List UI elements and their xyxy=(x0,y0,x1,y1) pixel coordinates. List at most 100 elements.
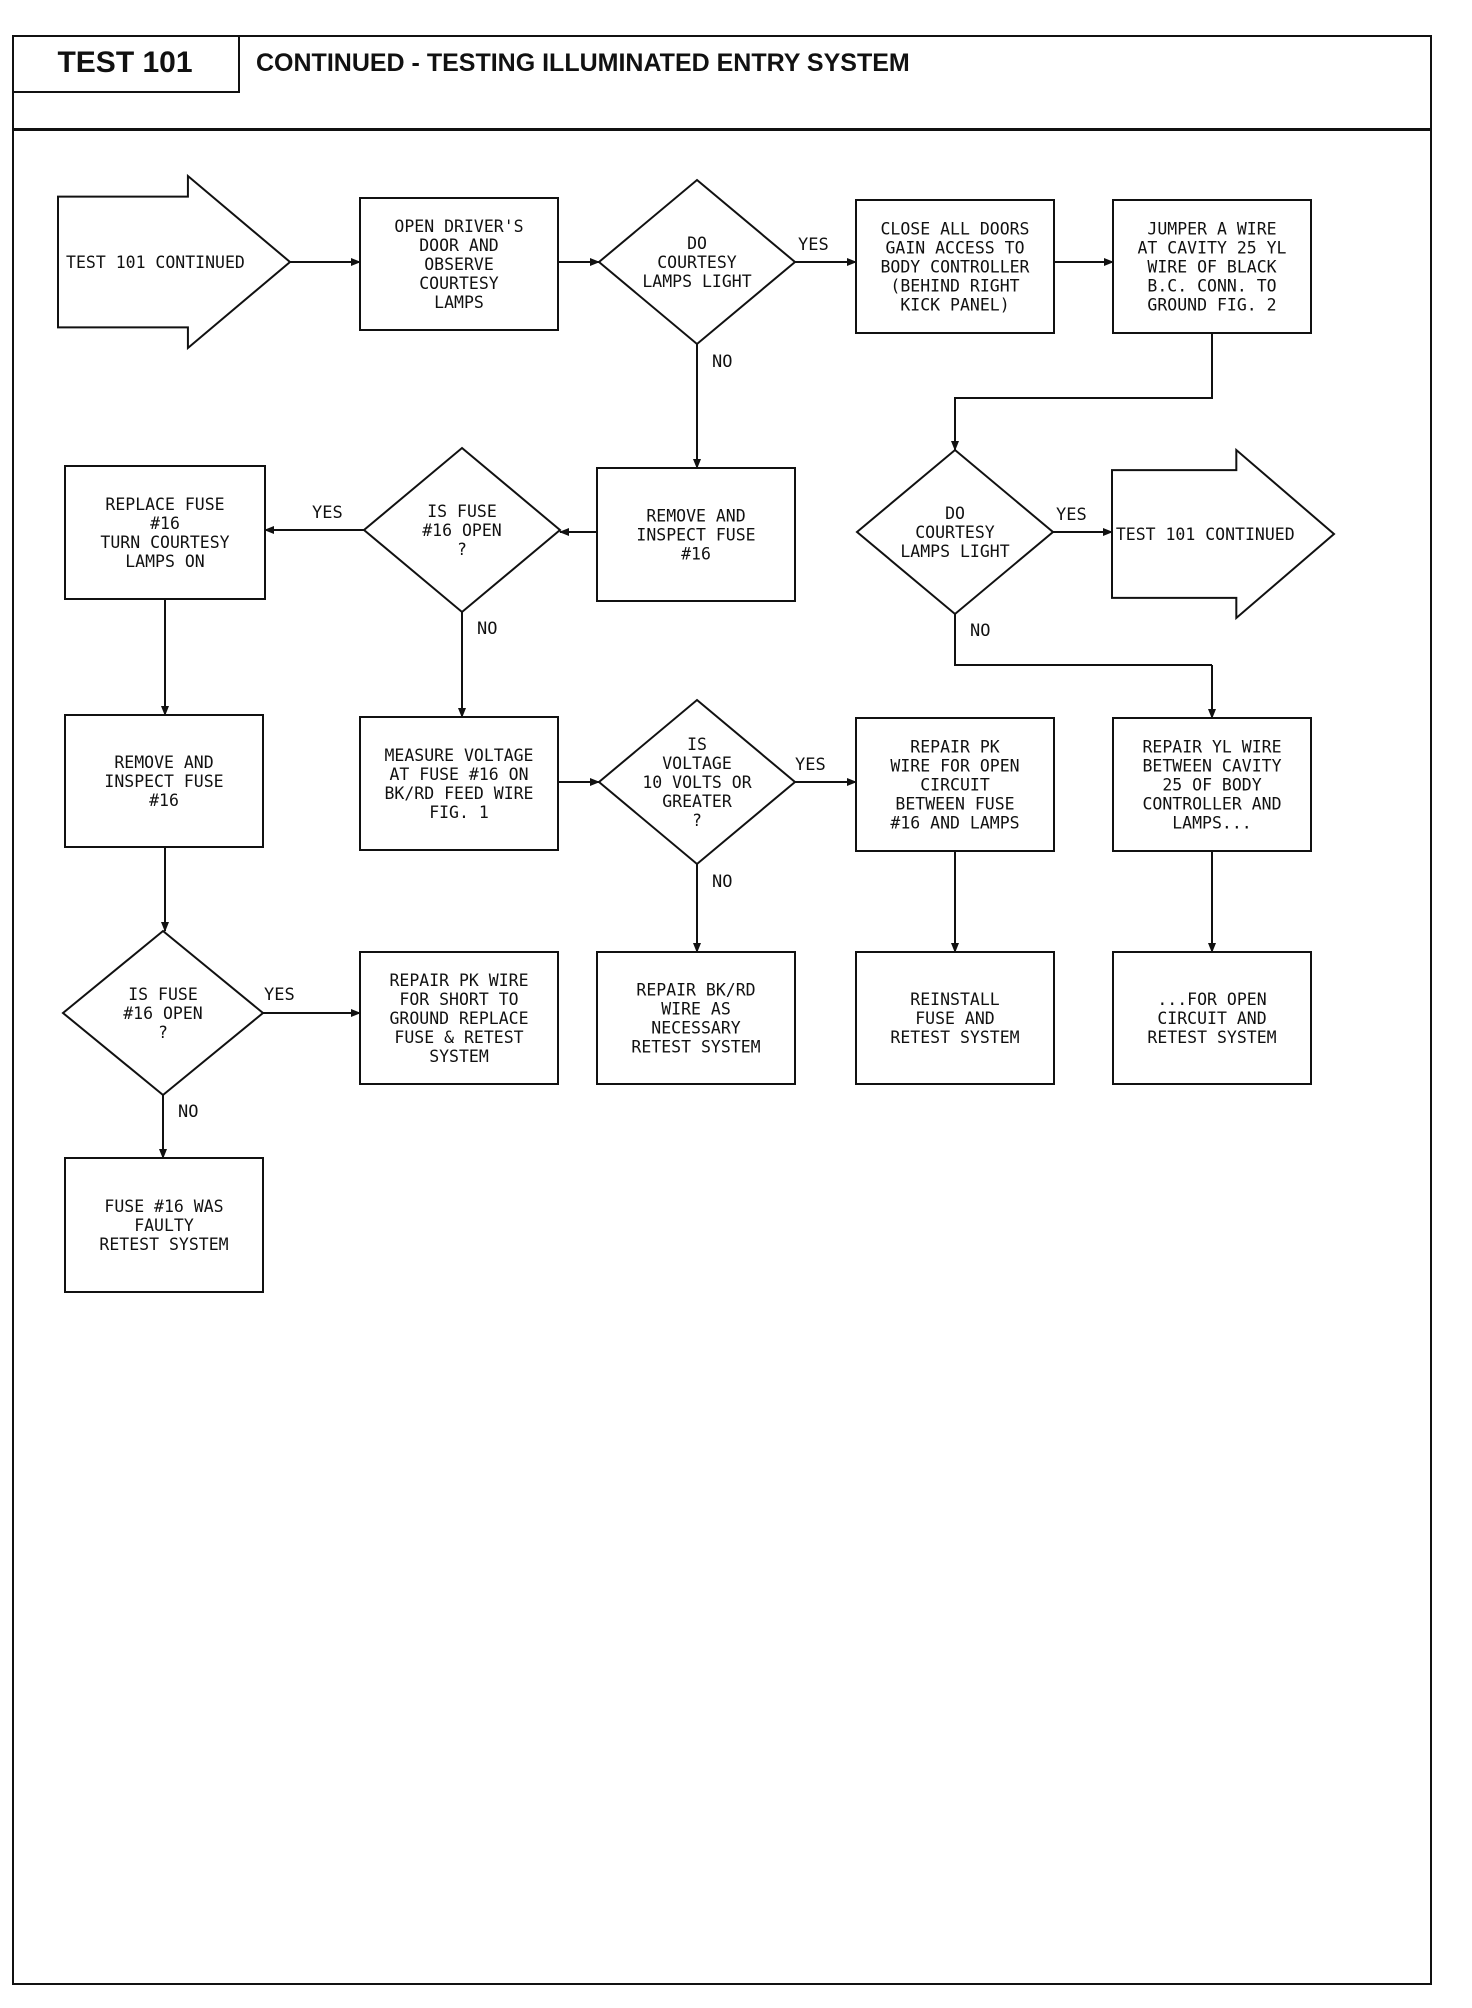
node-label-line: AT CAVITY 25 YL xyxy=(1137,239,1286,258)
node-label-line: ? xyxy=(457,540,467,559)
test-number-label: TEST 101 xyxy=(12,35,240,91)
node-is-fuse-1-label: IS FUSE#16 OPEN? xyxy=(422,502,501,559)
node-label-line: TEST 101 CONTINUED xyxy=(1116,525,1295,544)
node-repair-yl-shape xyxy=(1112,717,1312,852)
node-label-line: INSPECT FUSE xyxy=(104,772,223,791)
node-label-line: REMOVE AND xyxy=(114,753,213,772)
node-label-line: LAMPS ON xyxy=(125,552,204,571)
node-do-lamps-2-shape xyxy=(855,448,1055,616)
node-label-line: GREATER xyxy=(662,792,732,811)
node-label-line: BETWEEN CAVITY xyxy=(1142,757,1281,776)
node-label-line: IS FUSE xyxy=(128,985,198,1004)
edge-label-no: NO xyxy=(477,619,497,639)
node-label-line: CONTROLLER AND xyxy=(1142,795,1281,814)
node-label-line: ? xyxy=(158,1023,168,1042)
node-label-line: RETEST SYSTEM xyxy=(99,1235,228,1254)
edge-label-no: NO xyxy=(712,872,732,892)
node-label-line: DO xyxy=(687,234,707,253)
edge-label-yes: YES xyxy=(264,985,295,1005)
node-label-line: B.C. CONN. TO xyxy=(1147,277,1276,296)
node-replace-fuse-shape xyxy=(64,465,266,600)
edge-label-no: NO xyxy=(178,1102,198,1122)
node-is-fuse-2-shape xyxy=(61,929,265,1097)
node-do-lamps-1-shape xyxy=(597,178,797,346)
node-label-line: FUSE #16 WAS xyxy=(104,1197,223,1216)
node-label-line: 25 OF BODY xyxy=(1162,776,1261,795)
node-label-line: DOOR AND xyxy=(419,236,498,255)
node-label-line: BETWEEN FUSE xyxy=(895,795,1014,814)
node-close-doors-shape xyxy=(855,199,1055,334)
node-label-line: LAMPS LIGHT xyxy=(900,542,1009,561)
node-label-line: VOLTAGE xyxy=(662,754,732,773)
node-label-line: LAMPS... xyxy=(1172,814,1251,833)
node-label-line: REPAIR PK WIRE xyxy=(389,971,528,990)
node-label-line: COURTESY xyxy=(419,274,499,293)
edge-label-no: NO xyxy=(970,621,990,641)
node-label-line: FIG. 1 xyxy=(429,803,489,822)
node-label-line: AT FUSE #16 ON xyxy=(389,765,528,784)
node-label-line: #16 OPEN xyxy=(422,521,501,540)
page-frame xyxy=(12,35,1432,1985)
node-label-line: MEASURE VOLTAGE xyxy=(384,746,533,765)
edge-no-path xyxy=(954,614,1212,666)
node-label-line: REINSTALL xyxy=(910,990,999,1009)
node-fuse-faulty-shape xyxy=(64,1157,264,1293)
node-label-line: #16 AND LAMPS xyxy=(890,814,1019,833)
node-start-label: TEST 101 CONTINUED xyxy=(66,253,245,272)
node-label-line: 10 VOLTS OR xyxy=(642,773,751,792)
node-is-fuse-2-label: IS FUSE#16 OPEN? xyxy=(123,985,202,1042)
node-is-fuse-1-shape xyxy=(362,446,562,614)
node-label-line: BODY CONTROLLER xyxy=(880,258,1029,277)
node-label-line: DO xyxy=(945,504,965,523)
node-label-line: REMOVE AND xyxy=(646,507,745,526)
node-label-line: OPEN DRIVER'S xyxy=(394,217,523,236)
node-measure-shape xyxy=(359,716,559,851)
node-label-line: OBSERVE xyxy=(424,255,494,274)
node-label-line: RETEST SYSTEM xyxy=(631,1038,760,1057)
node-label-line: FAULTY xyxy=(134,1216,194,1235)
edge-label-yes: YES xyxy=(1056,505,1087,525)
node-label-line: FUSE & RETEST xyxy=(394,1028,523,1047)
node-label-line: CIRCUIT AND xyxy=(1157,1009,1266,1028)
node-label-line: GROUND FIG. 2 xyxy=(1147,296,1276,315)
node-label-line: ...FOR OPEN xyxy=(1157,990,1266,1009)
node-label-line: COURTESY xyxy=(657,253,737,272)
node-label-line: REPAIR YL WIRE xyxy=(1142,738,1281,757)
node-label-line: FUSE AND xyxy=(915,1009,994,1028)
node-is-voltage-shape xyxy=(597,698,797,866)
node-repair-pk-open-shape xyxy=(855,717,1055,852)
page-title: CONTINUED - TESTING ILLUMINATED ENTRY SY… xyxy=(256,48,910,77)
node-label-line: #16 xyxy=(149,791,179,810)
node-label-line: NECESSARY xyxy=(651,1019,740,1038)
node-label-line: WIRE AS xyxy=(661,1000,731,1019)
node-repair-pk-short-shape xyxy=(359,951,559,1085)
node-label-line: LAMPS LIGHT xyxy=(642,272,751,291)
node-end-arrow-shape xyxy=(1111,447,1336,621)
node-label-line: KICK PANEL) xyxy=(900,296,1009,315)
node-label-line: CIRCUIT xyxy=(920,776,990,795)
node-label-line: INSPECT FUSE xyxy=(636,526,755,545)
node-label-line: REPAIR PK xyxy=(910,738,999,757)
node-end-arrow-label: TEST 101 CONTINUED xyxy=(1116,525,1295,544)
node-label-line: GROUND REPLACE xyxy=(389,1009,528,1028)
node-label-line: GAIN ACCESS TO xyxy=(885,239,1024,258)
node-jumper-shape xyxy=(1112,199,1312,334)
edge-jumper-to-decision xyxy=(951,333,1213,451)
node-label-line: #16 xyxy=(681,545,711,564)
node-label-line: BK/RD FEED WIRE xyxy=(384,784,533,803)
node-label-line: WIRE FOR OPEN xyxy=(890,757,1019,776)
node-label-line: TEST 101 CONTINUED xyxy=(66,253,245,272)
node-label-line: TURN COURTESY xyxy=(100,533,229,552)
node-label-line: (BEHIND RIGHT xyxy=(890,277,1019,296)
